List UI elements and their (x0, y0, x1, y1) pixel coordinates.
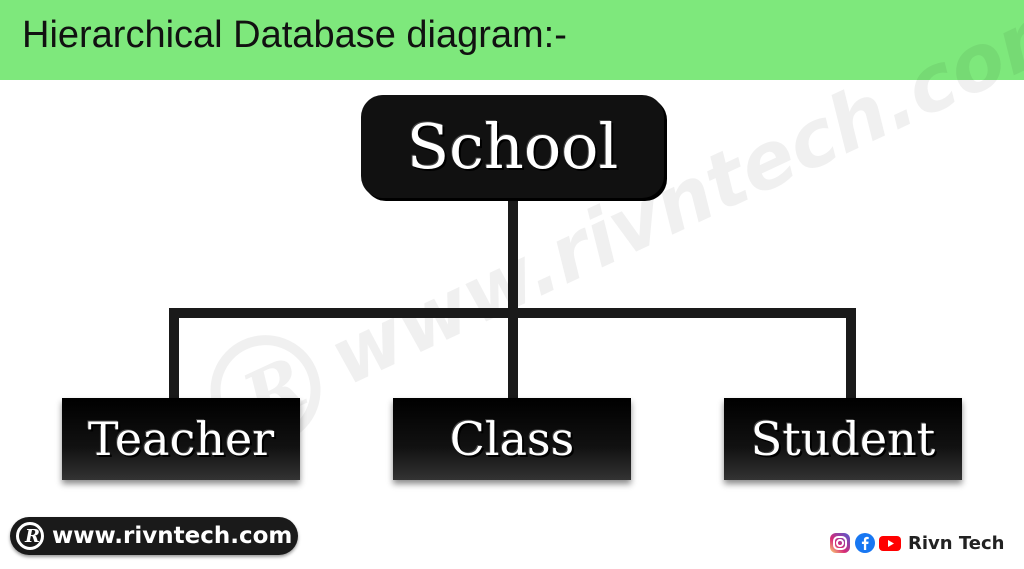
node-school: School (361, 95, 664, 198)
node-school-label: School (406, 110, 619, 183)
node-teacher-label: Teacher (87, 412, 275, 466)
instagram-icon[interactable] (829, 532, 851, 554)
youtube-icon[interactable] (879, 532, 901, 554)
node-class: Class (393, 398, 631, 480)
brand-name: Rivn Tech (908, 532, 1005, 554)
title-bar: Hierarchical Database diagram:- (0, 0, 1024, 80)
website-url: www.rivntech.com (52, 523, 293, 549)
node-teacher: Teacher (62, 398, 300, 480)
facebook-icon[interactable] (854, 532, 876, 554)
social-links: Rivn Tech (829, 531, 1004, 555)
rivn-logo-icon: R (16, 522, 44, 550)
website-link[interactable]: R www.rivntech.com (10, 517, 298, 555)
node-student-label: Student (750, 412, 936, 466)
node-class-label: Class (449, 412, 575, 466)
page-title: Hierarchical Database diagram:- (22, 14, 567, 56)
node-student: Student (724, 398, 962, 480)
